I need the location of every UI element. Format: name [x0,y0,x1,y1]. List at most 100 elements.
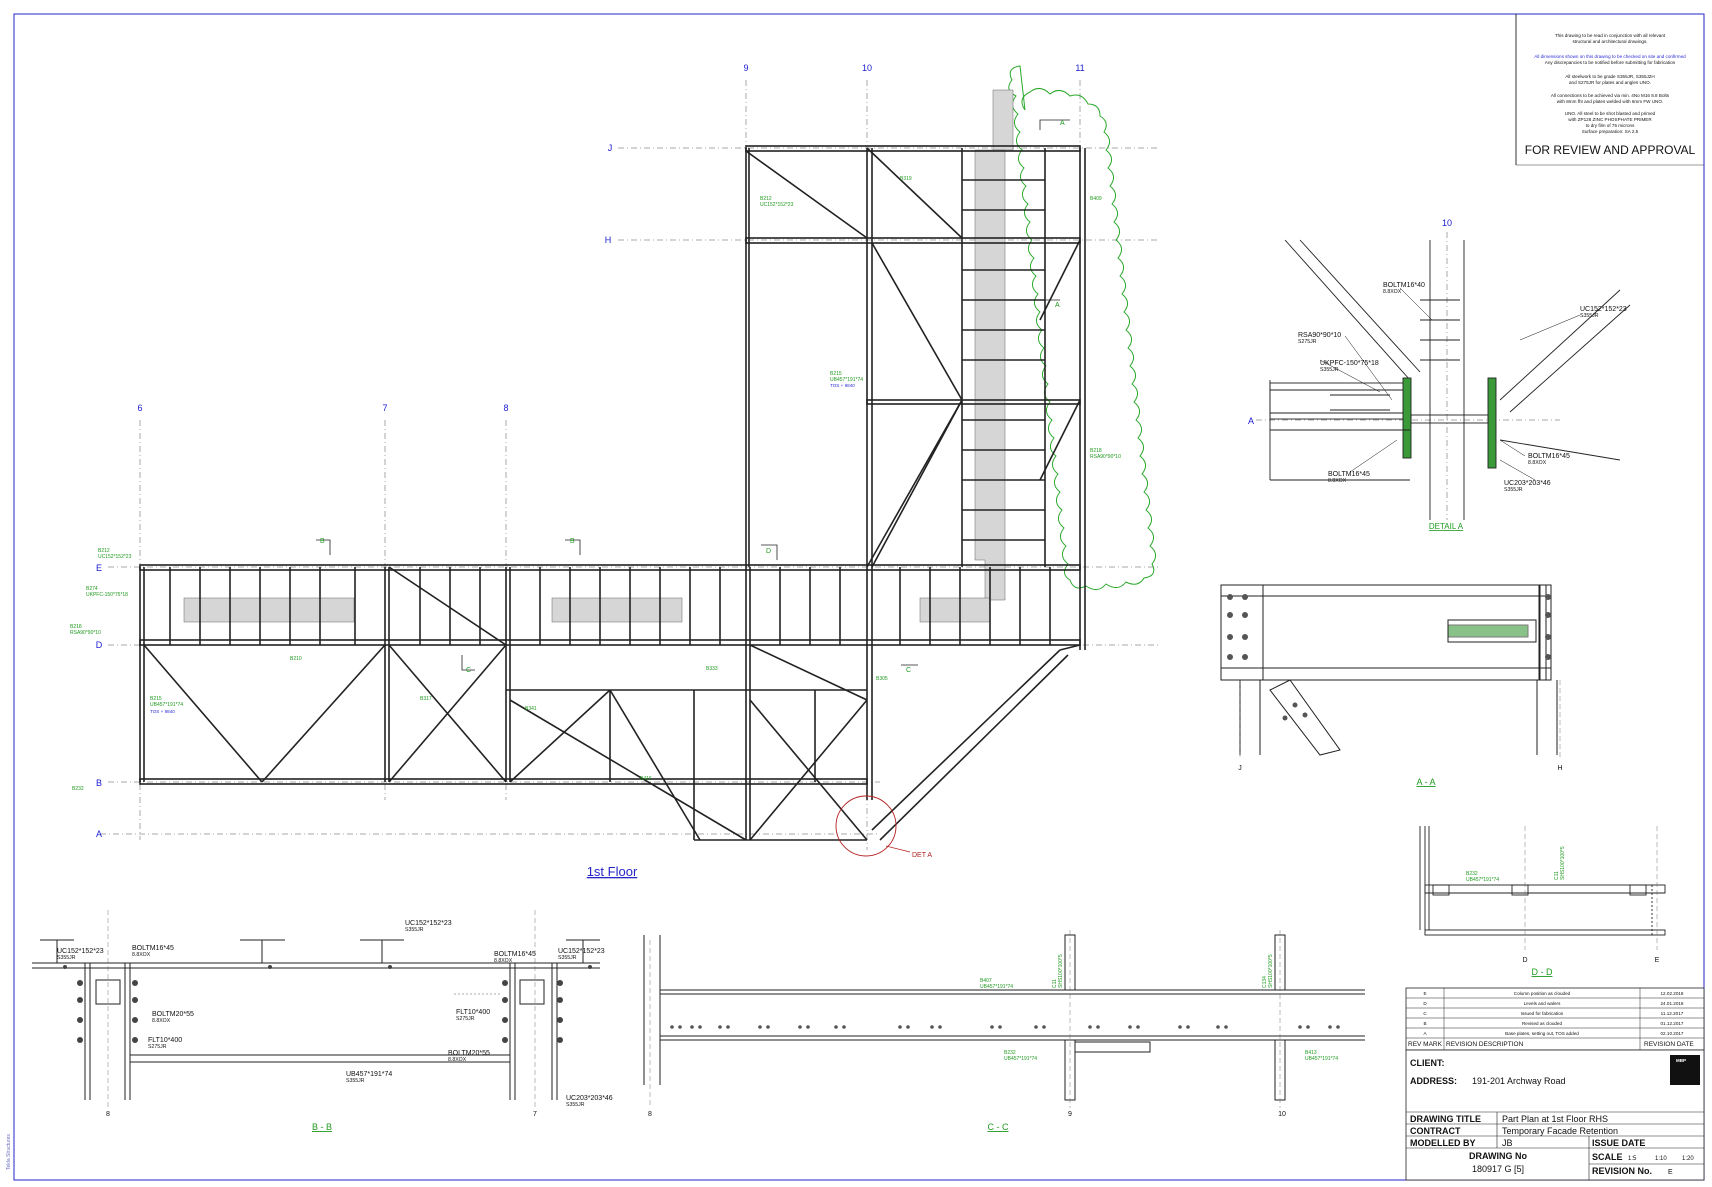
callout: S355JR [1504,487,1523,493]
member-tag: B407 [980,978,992,984]
callout: 8.8XOX [152,1018,171,1024]
note-line: to dry film of 75 microns [1586,123,1635,128]
detail-title: DETAIL A [1429,522,1464,531]
level-tag: TOS + 9840 [150,709,175,714]
revision-date: 02.10.2017 [1661,1031,1684,1036]
member-tag: UC152*152*23 [760,202,794,208]
callout: S355JR [346,1078,365,1084]
member-tag: UC152*152*23 [98,554,132,560]
revision-cloud [1008,65,1156,590]
member-tag: UB457*191*74 [980,984,1013,990]
member-tag: UB457*191*74 [150,702,183,708]
section-aa: J H A - A [1220,584,1563,787]
note-line: Any discrepancies to be notified before … [1545,60,1676,65]
plan-view: 6 7 8 9 10 11 J H E D B A [70,63,1160,879]
member-tag: B416 [640,776,652,782]
member-tag: C11 [1554,871,1560,880]
grid-label: B [96,778,102,788]
grid-label: 9 [1068,1111,1072,1118]
callout: S355JR [558,955,577,961]
callout: BOLTM20*55 [448,1050,490,1057]
member-tag: UKPFC-150*75*18 [86,592,128,598]
revision-mark: A [1423,1031,1427,1036]
grid-label: 10 [1442,218,1452,228]
member-tag: SHS100*100*5 [1268,954,1274,988]
detail-a: 10 A [1248,218,1631,531]
revision-no-value: E [1668,1169,1673,1176]
section-dd: B232 UB457*191*74 C11 SHS100*100*5 D E D… [1419,826,1666,977]
member-tag: C134 [1262,976,1268,988]
sheet-border [13,13,1705,1181]
section-mark: B [570,538,575,545]
detail-callout-circle [835,795,897,857]
member-tag: B232 [1466,871,1478,877]
callout: UC152*152*23 [57,948,104,955]
member-tag: UB457*191*74 [830,377,863,383]
grid-label: 8 [503,403,508,413]
callout: S355JR [57,955,76,961]
review-stamp: FOR REVIEW AND APPROVAL [1525,143,1696,157]
revision-date: 11.12.2017 [1661,1011,1684,1016]
member-tag: UB457*191*74 [1466,877,1499,883]
callout: S275JR [456,1016,475,1022]
revision-desc: Column position as clouded [1514,991,1571,996]
drawing-no-label: DRAWING No [1469,1151,1527,1161]
section-mark: C [466,667,471,674]
callout: RSA90*90*10 [1298,332,1341,339]
revision-mark: B [1423,1021,1426,1026]
contract-label: CONTRACT [1410,1126,1461,1136]
title-block: MBP CLIENT: ADDRESS: 191-201 Archway Roa… [1405,1049,1705,1181]
section-mark: B [320,538,325,545]
callout: 8.8XOX [1383,289,1402,295]
revision-date: 01.12.2017 [1661,1021,1684,1026]
section-bb: UC152*152*23 S355JR UC152*152*23 S355JR … [32,910,613,1132]
callout: S355JR [405,927,424,933]
note-line: UNO. All steel to be shot blasted and pr… [1565,111,1656,116]
callout: FLT10*400 [456,1009,490,1016]
revision-date: 12.02.2018 [1661,991,1684,996]
callout: UKPFC-150*75*18 [1320,360,1379,367]
company-logo [1670,1055,1700,1085]
note-line: All dimensions shown on this drawing to … [1534,54,1686,59]
grid-label: E [96,563,102,573]
revision-header-date: REVISION DATE [1644,1041,1694,1048]
callout: 8.8XOX [448,1057,467,1063]
callout: BOLTM16*45 [1328,471,1370,478]
grid-label: 9 [743,63,748,73]
grid-label: 7 [533,1111,537,1118]
member-tag: B305 [876,676,888,682]
grid-label: 10 [1278,1111,1286,1118]
note-line: All connections to be achieved via min. … [1551,93,1670,98]
member-tag: B413 [1305,1050,1317,1056]
note-line: structural and architectural drawings. [1572,39,1647,44]
callout: S275JR [1298,339,1317,345]
scale-label: SCALE [1592,1152,1623,1162]
side-text: Tekla Structures [6,1134,12,1170]
callout: BOLTM16*45 [132,945,174,952]
member-tag: B317 [420,696,432,702]
drawing-no-value: 180917 G [5] [1472,1164,1524,1174]
grid-label: 7 [382,403,387,413]
callout: 8.8XOX [1528,460,1547,466]
grid-label: 8 [648,1111,652,1118]
scale-value: 1:5 [1628,1156,1637,1162]
member-tag: C11 [1052,979,1058,988]
revision-header-mark: REV MARK [1408,1041,1443,1048]
note-line: with 8mm fht and plates welded with 6mm … [1557,99,1663,104]
revision-no-label: REVISION No. [1592,1166,1652,1176]
member-tag: B210 [290,656,302,662]
note-line: Surface preparation: SA 2.5 [1582,129,1639,134]
grid-label: A [96,829,102,839]
member-tag: B333 [706,666,718,672]
callout: S275JR [148,1044,167,1050]
drawing-title-value: Part Plan at 1st Floor RHS [1502,1114,1608,1124]
contract-value: Temporary Facade Retention [1502,1126,1618,1136]
callout: UC152*152*23 [405,920,452,927]
revision-mark: D [1423,1001,1427,1006]
modelled-label: MODELLED BY [1410,1138,1476,1148]
section-title: D - D [1532,967,1553,977]
note-line: and S275JR for plates and angles UNO. [1569,80,1651,85]
general-notes: This drawing to be read in conjunction w… [1515,14,1704,166]
grid-label: 11 [1075,63,1084,73]
client-label: CLIENT: [1410,1058,1445,1068]
